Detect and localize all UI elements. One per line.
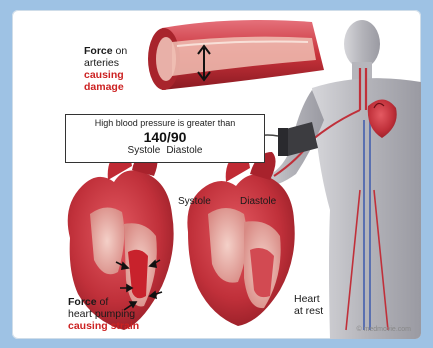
heart-rest-label: Heart at rest — [294, 293, 323, 317]
artery-label-causing: causing — [84, 69, 127, 81]
strain-label-heart-pumping: heart pumping — [68, 308, 139, 320]
strain-label-force: Force — [68, 296, 97, 308]
rest-label-at-rest: at rest — [294, 305, 323, 317]
bp-labels: Systole Diastole — [66, 145, 264, 156]
bp-value: 140/90 — [66, 129, 264, 145]
bp-threshold-text: High blood pressure is greater than — [66, 118, 264, 128]
artery-label-on: on — [113, 45, 128, 57]
strain-label-causing-strain: causing strain — [68, 320, 139, 332]
rest-label-heart: Heart — [294, 293, 323, 305]
artery-label-force: Force — [84, 45, 113, 57]
artery-force-label: Force on arteries causing damage — [84, 45, 127, 93]
diagram-artwork — [12, 10, 421, 339]
credit-text: © medmovie.com — [356, 326, 411, 333]
artery-illustration — [148, 20, 324, 90]
diastole-heart-label: Diastole — [240, 196, 276, 208]
bp-systole-label: Systole — [128, 145, 161, 156]
artery-label-arteries: arteries — [84, 57, 127, 69]
systole-heart-label: Systole — [178, 196, 211, 208]
artery-label-damage: damage — [84, 81, 127, 93]
bp-diastole-label: Diastole — [166, 145, 202, 156]
strain-label-of: of — [97, 296, 109, 308]
blood-pressure-box: High blood pressure is greater than 140/… — [65, 114, 265, 163]
diagram-panel: Force on arteries causing damage High bl… — [12, 10, 421, 339]
heart-strain-label: Force of heart pumping causing strain — [68, 296, 139, 332]
